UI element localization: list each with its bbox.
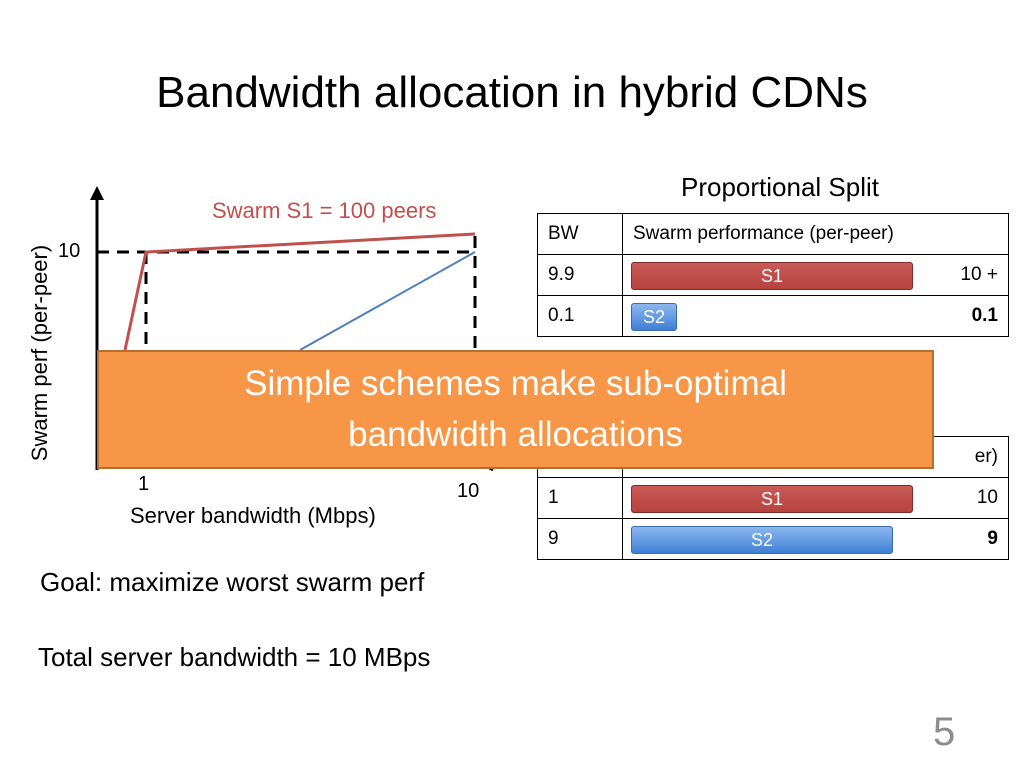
s1-bar: S1 xyxy=(631,262,913,290)
proportional-split-table: BW Swarm performance (per-peer) 9.9 S1 1… xyxy=(537,213,1009,337)
s1-curve xyxy=(123,232,476,351)
cell-bw: 9.9 xyxy=(537,254,623,296)
s2-bar: S2 xyxy=(631,526,893,554)
s1-bar: S1 xyxy=(631,485,913,513)
slide-title: Bandwidth allocation in hybrid CDNs xyxy=(156,68,868,117)
swarm-s1-label: Swarm S1 = 100 peers xyxy=(212,198,437,223)
goal-text: Goal: maximize worst swarm perf xyxy=(40,567,425,597)
bandwidth-graph: Swarm S1 = 100 peers Swarm perf (per-pee… xyxy=(0,0,520,560)
header-bw: BW xyxy=(537,213,623,255)
slide-number: 5 xyxy=(933,710,956,754)
cell-perf: S1 10 xyxy=(622,477,1009,519)
cell-bw: 0.1 xyxy=(537,295,623,337)
y-axis-label: Swarm perf (per-peer) xyxy=(27,244,52,462)
callout-box: Simple schemes make sub-optimal bandwidt… xyxy=(97,350,934,469)
table1-title: Proportional Split xyxy=(681,172,879,202)
cell-perf: S2 9 xyxy=(622,518,1009,560)
table-row: BW Swarm performance (per-peer) xyxy=(537,213,1009,255)
x-axis-label: Server bandwidth (Mbps) xyxy=(130,503,376,528)
y-axis-arrow xyxy=(90,186,104,200)
table-row: 0.1 S2 0.1 xyxy=(537,295,1009,337)
perf-value: 10 + xyxy=(960,264,998,285)
x-tick-10: 10 xyxy=(457,480,480,502)
x-tick-1: 1 xyxy=(138,473,150,495)
s2-curve xyxy=(299,251,476,351)
cell-perf: S2 0.1 xyxy=(622,295,1009,337)
callout-line-2: bandwidth allocations xyxy=(348,414,683,454)
table-row: 1 S1 10 xyxy=(537,477,1009,519)
table-row: 9 S2 9 xyxy=(537,518,1009,560)
cell-bw: 9 xyxy=(537,518,623,560)
graph-canvas xyxy=(90,186,494,472)
cell-bw: 1 xyxy=(537,477,623,519)
s2-bar: S2 xyxy=(631,303,677,331)
table-row: 9.9 S1 10 + xyxy=(537,254,1009,296)
header-perf: Swarm performance (per-peer) xyxy=(622,213,1009,255)
total-bandwidth-text: Total server bandwidth = 10 MBps xyxy=(38,642,431,672)
callout-line-1: Simple schemes make sub-optimal xyxy=(244,363,787,403)
perf-value: 9 xyxy=(987,528,998,549)
perf-value: 10 xyxy=(976,487,998,508)
perf-value: 0.1 xyxy=(971,305,998,326)
y-tick-10: 10 xyxy=(58,240,81,262)
cell-perf: S1 10 + xyxy=(622,254,1009,296)
